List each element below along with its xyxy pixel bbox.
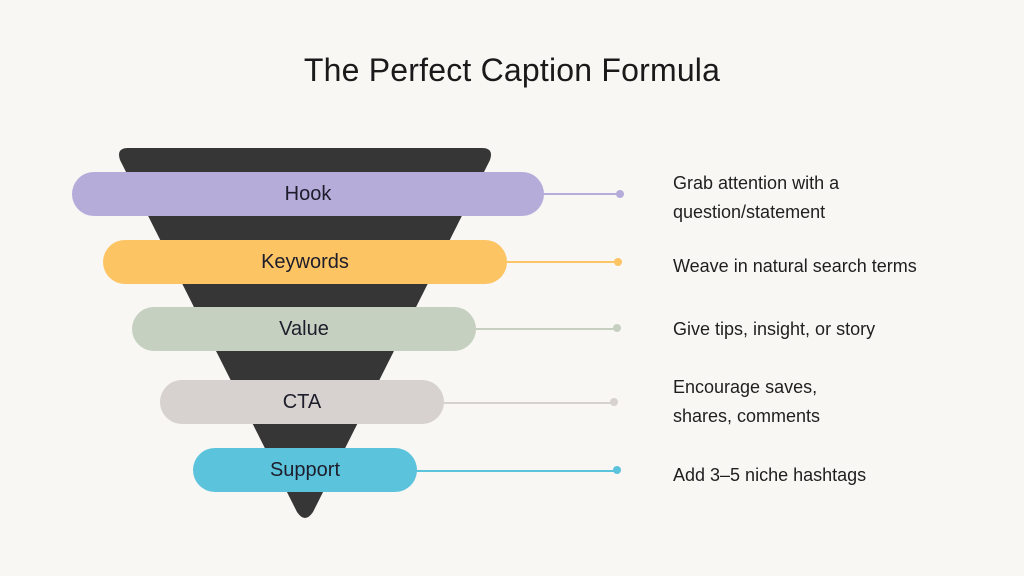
stage-description-support: Add 3–5 niche hashtags <box>673 465 867 485</box>
stage-description-hook: Grab attention with a question/statement <box>673 173 840 222</box>
stage-label: Value <box>279 317 329 340</box>
connector-line-value <box>476 328 618 330</box>
stage-pill-cta: CTA <box>160 380 444 424</box>
stage-pill-hook: Hook <box>72 172 544 216</box>
stage-description-value: Give tips, insight, or story <box>673 319 876 339</box>
stage-description-keywords: Weave in natural search terms <box>673 256 917 276</box>
connector-dot-value <box>613 324 621 332</box>
connector-line-support <box>416 470 618 472</box>
stage-label: Hook <box>284 182 332 205</box>
connector-line-keywords <box>506 261 618 263</box>
stage-pill-support: Support <box>193 448 417 492</box>
connector-dot-hook <box>616 190 624 198</box>
stage-pill-value: Value <box>132 307 476 351</box>
stage-label: Support <box>269 458 341 481</box>
diagram-title: The Perfect Caption Formula <box>303 52 721 88</box>
connector-dot-support <box>613 466 621 474</box>
connector-dot-cta <box>610 398 618 406</box>
stage-description-cta: Encourage saves, shares, comments <box>673 377 821 426</box>
stage-label: Keywords <box>261 250 349 273</box>
connector-line-cta <box>443 402 615 404</box>
connector-line-hook <box>544 193 620 195</box>
stage-label: CTA <box>282 390 322 413</box>
stage-pill-keywords: Keywords <box>103 240 507 284</box>
connector-dot-keywords <box>614 258 622 266</box>
